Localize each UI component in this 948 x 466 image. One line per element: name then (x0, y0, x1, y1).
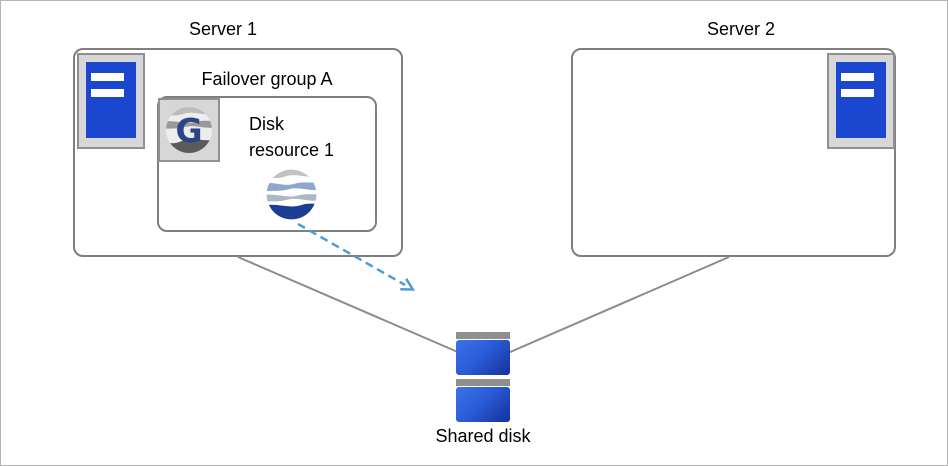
server-tower-body (86, 62, 136, 138)
disk-cap (456, 379, 510, 386)
server1-to-shared-disk-line (237, 256, 461, 354)
disk-unit (456, 332, 510, 375)
disk-resource-label: Disk resource 1 (249, 114, 335, 160)
disk-unit (456, 379, 510, 422)
failover-group-label: Failover group A (201, 69, 333, 89)
server-slot-stripe (91, 89, 124, 97)
server-slot-stripe (841, 73, 874, 81)
server1-box (73, 48, 403, 257)
server-tower-body (836, 62, 886, 138)
disk-body (456, 387, 510, 422)
server1-icon (77, 53, 145, 149)
shared-disk-icon (456, 332, 510, 426)
disk-resource-sphere-icon (265, 168, 318, 221)
server2-box (571, 48, 896, 257)
shared-disk-label: Shared disk (435, 426, 531, 446)
svg-text:G: G (175, 111, 202, 150)
server-slot-stripe (91, 73, 124, 81)
server2-icon (827, 53, 895, 149)
disk-body (456, 340, 510, 375)
disk-cap (456, 332, 510, 339)
server2-to-shared-disk-line (507, 256, 730, 354)
server2-label: Server 2 (706, 19, 776, 39)
server1-label: Server 1 (188, 19, 258, 39)
group-resource-g-icon: G (158, 98, 220, 162)
failover-group-box (157, 96, 377, 232)
server-slot-stripe (841, 89, 874, 97)
